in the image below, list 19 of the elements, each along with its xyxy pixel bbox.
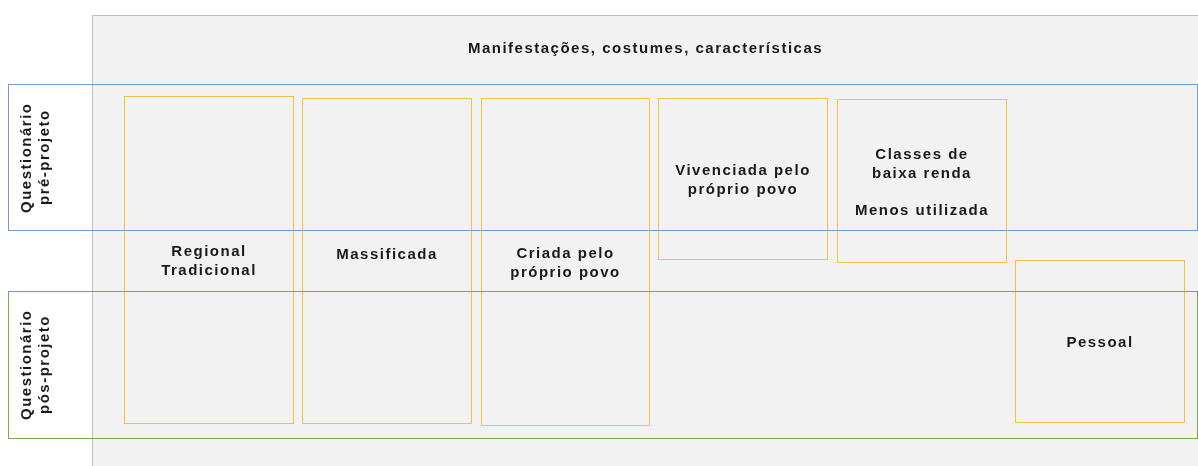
category-label: Menos utilizada	[854, 199, 990, 219]
category-box	[837, 99, 1007, 263]
questionnaire-band	[8, 291, 1198, 439]
category-box	[1015, 260, 1185, 423]
category-box	[481, 98, 650, 426]
category-label: Vivenciada pelo próprio povo	[674, 160, 812, 198]
band-label: Questionário pós-projeto	[17, 308, 53, 423]
category-label: Criada pelo próprio povo	[509, 243, 622, 281]
header-panel	[92, 15, 1198, 466]
category-label: Regional Tradicional	[160, 241, 258, 279]
band-label: Questionário pré-projeto	[17, 101, 53, 215]
category-box	[302, 98, 472, 424]
category-label: Classes de baixa renda	[871, 143, 973, 182]
category-label: Pessoal	[1066, 332, 1134, 351]
header-title: Manifestações, costumes, características	[466, 38, 825, 57]
category-label: Massificada	[336, 243, 438, 263]
category-box	[124, 96, 294, 424]
questionnaire-band	[8, 84, 1198, 231]
category-box	[658, 98, 828, 260]
